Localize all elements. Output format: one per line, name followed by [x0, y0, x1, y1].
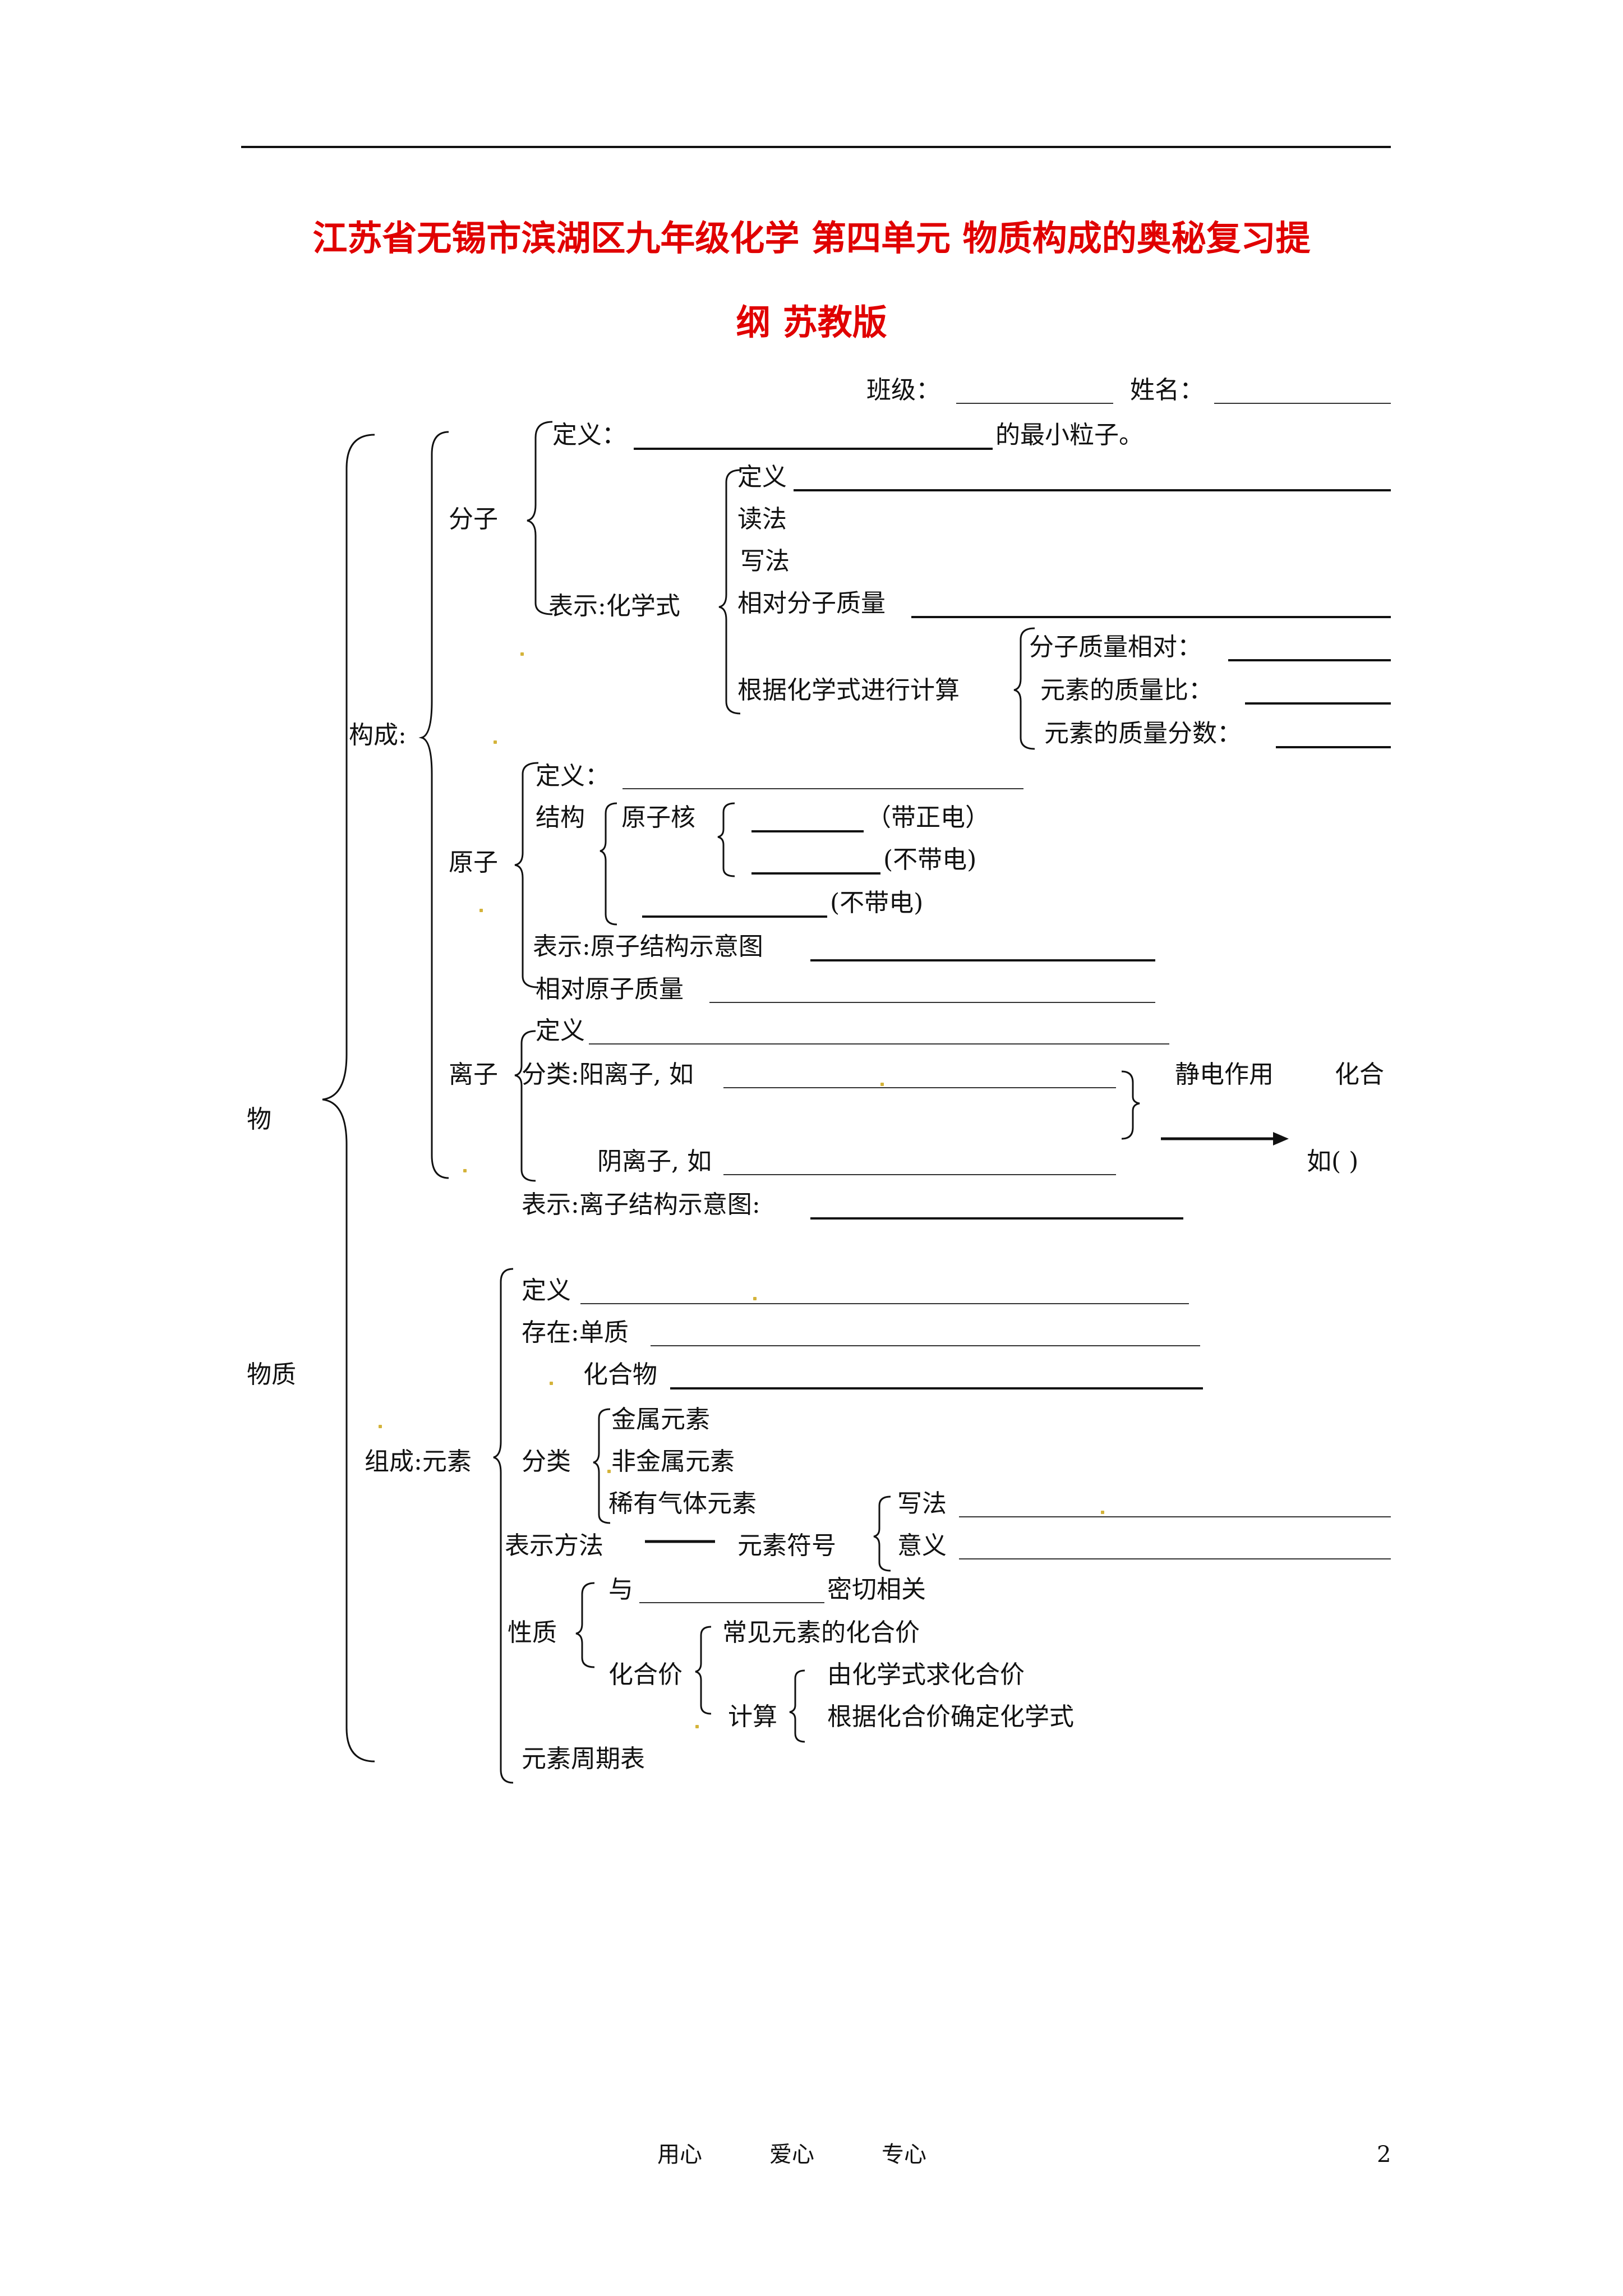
- atom-repr-blank: [810, 959, 1155, 961]
- calc-blank: [1276, 746, 1391, 748]
- element-symbol-label: 元素符号: [737, 1531, 836, 1560]
- footer-motto: 用心: [657, 2142, 702, 2168]
- element-class-label: 分类: [522, 1447, 571, 1476]
- element-repr-label: 表示方法: [505, 1531, 603, 1560]
- formula-item: 定义: [737, 463, 787, 491]
- ion-class-label: 分类:阳离子, 如: [522, 1060, 694, 1089]
- name-label: 姓名：: [1130, 376, 1204, 404]
- calc-blank: [1228, 659, 1391, 661]
- decor-dot: [463, 1169, 467, 1172]
- nucleus-label: 原子核: [621, 803, 695, 832]
- element-exist-blank: [651, 1345, 1200, 1346]
- composition-label: 构成:: [349, 721, 407, 749]
- calc-item: 分子质量相对：: [1029, 633, 1202, 661]
- related-blank: [639, 1602, 824, 1603]
- decor-dot: [379, 1425, 382, 1428]
- element-label: 组成:元素: [365, 1447, 472, 1476]
- electron-blank: [642, 915, 827, 918]
- formula-item: 相对分子质量: [737, 589, 886, 618]
- neutron-charge: (不带电): [883, 845, 977, 874]
- cation-blank: [723, 1087, 1116, 1088]
- atom-rel-mass-blank: [709, 1002, 1155, 1003]
- molecule-label: 分子: [449, 505, 498, 533]
- element-exist-label: 存在:单质: [522, 1318, 629, 1347]
- decor-dot: [550, 1382, 553, 1385]
- ion-example: 如( ): [1307, 1147, 1359, 1176]
- root-label-1: 物: [247, 1105, 271, 1134]
- ion-repr-label: 表示:离子结构示意图:: [522, 1190, 760, 1219]
- decor-dot: [607, 1470, 611, 1473]
- document-title-line1: 江苏省无锡市滨湖区九年级化学 第四单元 物质构成的奥秘复习提: [312, 218, 1311, 259]
- element-class-item: 稀有气体元素: [608, 1489, 757, 1518]
- footer-motto: 爱心: [769, 2142, 814, 2168]
- related-suffix: 密切相关: [827, 1575, 926, 1604]
- atom-rel-mass-label: 相对原子质量: [536, 975, 684, 1004]
- element-compound-label: 化合物: [583, 1360, 657, 1389]
- atom-def-label: 定义：: [536, 762, 610, 790]
- formula-item: 读法: [737, 505, 787, 533]
- symbol-writing-blank: [959, 1516, 1391, 1517]
- decor-dot: [520, 652, 524, 656]
- valence-calc-label: 计算: [728, 1703, 777, 1731]
- periodic-table-label: 元素周期表: [522, 1745, 645, 1773]
- calc-item: 元素的质量比：: [1040, 676, 1213, 705]
- ion-repr-blank: [810, 1217, 1183, 1220]
- element-def-label: 定义: [522, 1276, 571, 1305]
- molecule-def-suffix: 的最小粒子。: [995, 421, 1144, 449]
- element-compound-blank: [670, 1387, 1203, 1389]
- symbol-meaning-blank: [959, 1558, 1391, 1559]
- calc-blank: [1245, 702, 1391, 705]
- combine-label: 化合: [1335, 1060, 1384, 1089]
- page-number: 2: [1377, 2142, 1391, 2168]
- molecule-def-blank: [634, 448, 993, 450]
- decor-dot: [695, 1725, 699, 1728]
- electron-charge: (不带电): [830, 889, 924, 917]
- decor-dot: [753, 1297, 757, 1300]
- name-blank: [1214, 403, 1391, 404]
- atom-repr-label: 表示:原子结构示意图: [533, 932, 763, 961]
- element-property-label: 性质: [508, 1618, 557, 1647]
- ion-def-blank: [589, 1043, 1169, 1045]
- formula-item: 写法: [740, 547, 790, 576]
- anion-label: 阴离子, 如: [597, 1147, 712, 1176]
- footer-motto: 专心: [882, 2142, 926, 2168]
- decor-dot: [479, 909, 483, 912]
- proton-blank: [751, 830, 864, 832]
- decor-dot: [494, 740, 497, 744]
- molecule-def-label: 定义：: [552, 421, 626, 449]
- ion-label: 离子: [449, 1060, 498, 1089]
- element-class-item: 金属元素: [611, 1405, 710, 1434]
- symbol-item: 写法: [897, 1489, 947, 1518]
- formula-def-blank: [794, 489, 1391, 491]
- decor-dot: [880, 1083, 884, 1086]
- atom-label: 原子: [449, 848, 498, 877]
- class-blank: [956, 403, 1113, 404]
- proton-charge: （带正电）: [866, 803, 990, 832]
- decor-dot: [1101, 1511, 1104, 1514]
- calc-item: 元素的质量分数：: [1044, 719, 1242, 748]
- class-label: 班级：: [866, 376, 940, 404]
- formula-mass-blank: [911, 616, 1391, 618]
- element-def-blank: [580, 1303, 1189, 1304]
- anion-blank: [723, 1174, 1116, 1175]
- neutron-blank: [751, 872, 880, 875]
- atom-structure-label: 结构: [536, 803, 585, 832]
- valence-calc-item: 由化学式求化合价: [827, 1660, 1025, 1689]
- calc-label: 根据化学式进行计算: [737, 676, 960, 705]
- molecule-repr-label: 表示:化学式: [548, 592, 680, 620]
- related-prefix: 与: [608, 1575, 633, 1604]
- element-class-item: 非金属元素: [611, 1447, 735, 1476]
- valence-label: 化合价: [608, 1660, 683, 1689]
- symbol-item: 意义: [897, 1531, 947, 1560]
- valence-calc-item: 根据化合价确定化学式: [827, 1703, 1074, 1731]
- ion-def-label: 定义: [536, 1016, 585, 1045]
- electrostatic-label: 静电作用: [1175, 1060, 1274, 1089]
- valence-common: 常见元素的化合价: [722, 1618, 920, 1647]
- root-label-2: 物质: [247, 1360, 296, 1389]
- atom-def-blank: [623, 788, 1023, 789]
- document-title-line2: 纲 苏教版: [736, 302, 887, 343]
